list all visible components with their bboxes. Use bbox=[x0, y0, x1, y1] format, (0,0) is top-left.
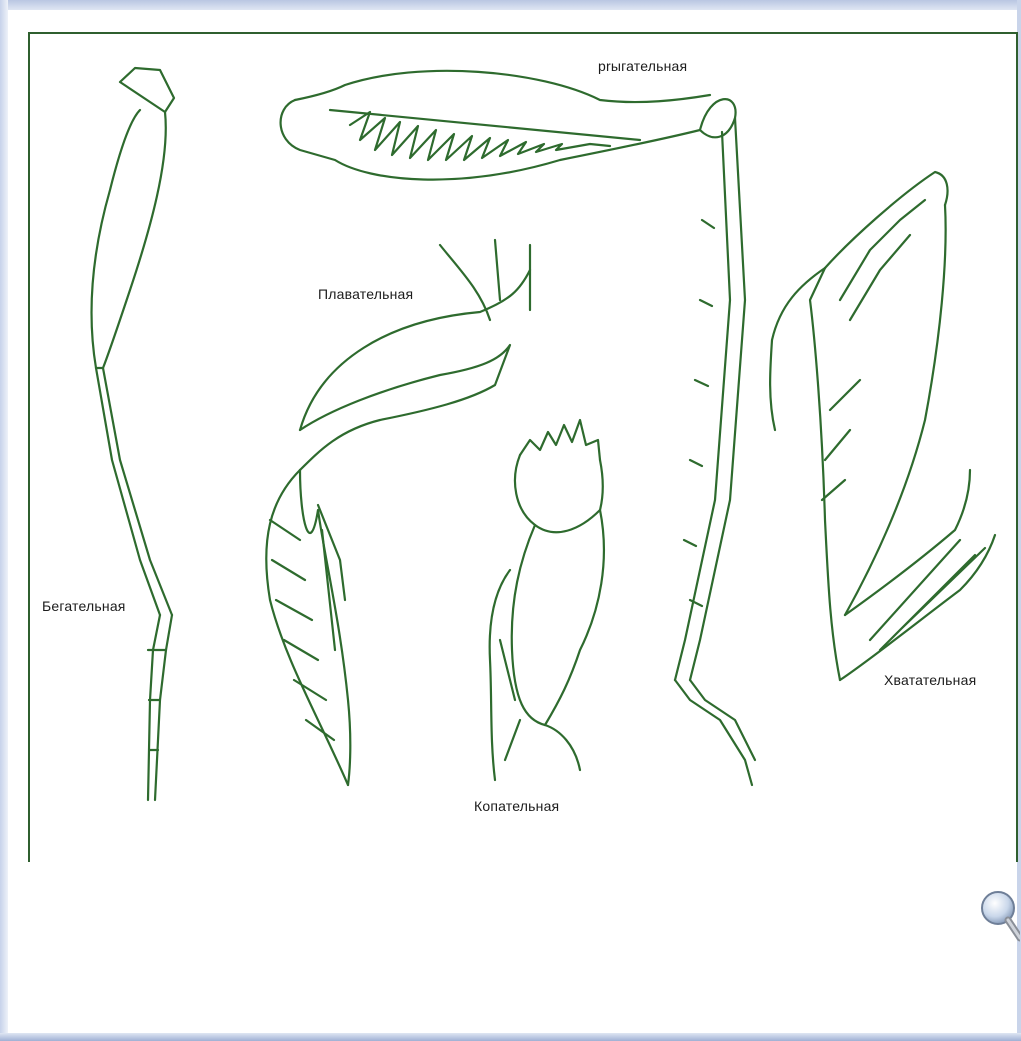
grasping-leg-label: Хватательная bbox=[884, 672, 976, 688]
magnifier-icon bbox=[980, 884, 1020, 944]
walking-leg-label: Бегательная bbox=[42, 598, 126, 614]
digging-leg-label: Копательная bbox=[474, 798, 559, 814]
jumping-leg bbox=[281, 71, 755, 785]
walking-leg bbox=[92, 68, 174, 800]
zoom-button[interactable] bbox=[980, 884, 1020, 944]
jumping-leg-label: рrыгательная bbox=[598, 58, 687, 74]
digging-leg bbox=[490, 420, 604, 780]
swimming-leg-label: Плавательная bbox=[318, 286, 413, 302]
grasping-leg bbox=[770, 172, 995, 680]
